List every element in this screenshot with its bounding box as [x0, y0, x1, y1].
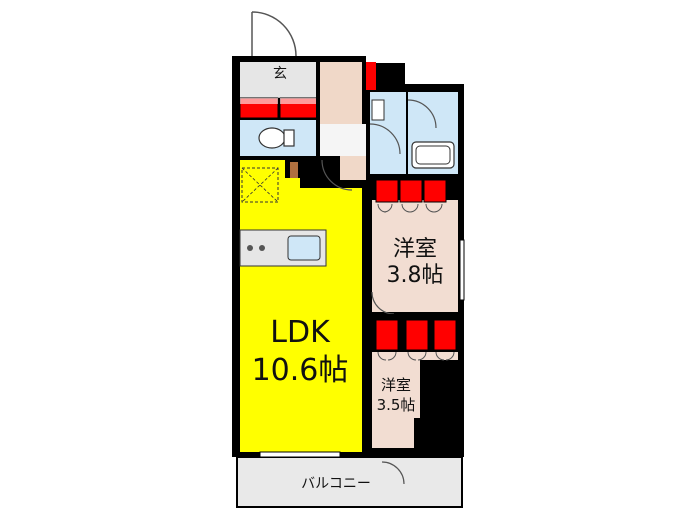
bath-door-swing	[407, 99, 437, 129]
washroom-door-swing	[369, 123, 401, 155]
western-room-1-size: 3.8帖	[387, 263, 444, 288]
entrance-label: 玄	[273, 65, 287, 82]
bathtub-icon	[411, 141, 455, 169]
hallway-door-swing	[321, 159, 353, 191]
western-room-2-label: 洋室	[381, 376, 411, 394]
kitchen-counter	[239, 229, 327, 267]
western-room-2-size: 3.5帖	[377, 396, 416, 414]
ldk-size-label: 10.6帖	[252, 353, 349, 388]
shoe-cabinets	[239, 97, 319, 119]
entrance-door-swing	[251, 11, 297, 57]
balcony	[236, 456, 463, 508]
fridge-space	[241, 167, 279, 203]
western-room-1-door	[371, 291, 395, 315]
western-room-1	[372, 200, 458, 312]
ldk-room	[240, 160, 362, 452]
hallway-corridor	[340, 156, 366, 180]
wash-basin-icon	[371, 99, 385, 121]
hallway-upper	[320, 62, 362, 124]
closet-1	[375, 179, 447, 213]
ldk-label: LDK	[270, 315, 331, 350]
western-room-1-label: 洋室	[393, 237, 437, 262]
interior-walls	[240, 62, 462, 454]
closet-2	[375, 319, 457, 361]
toilet-icon	[258, 127, 295, 149]
utility-cabinet	[366, 62, 376, 90]
balcony-door-swing	[381, 461, 405, 485]
western-room-2	[372, 352, 458, 448]
balcony-label: バルコニー	[301, 476, 371, 492]
pipe-space	[420, 366, 458, 452]
entrance-area	[240, 62, 318, 98]
hallway-lower	[320, 124, 366, 156]
